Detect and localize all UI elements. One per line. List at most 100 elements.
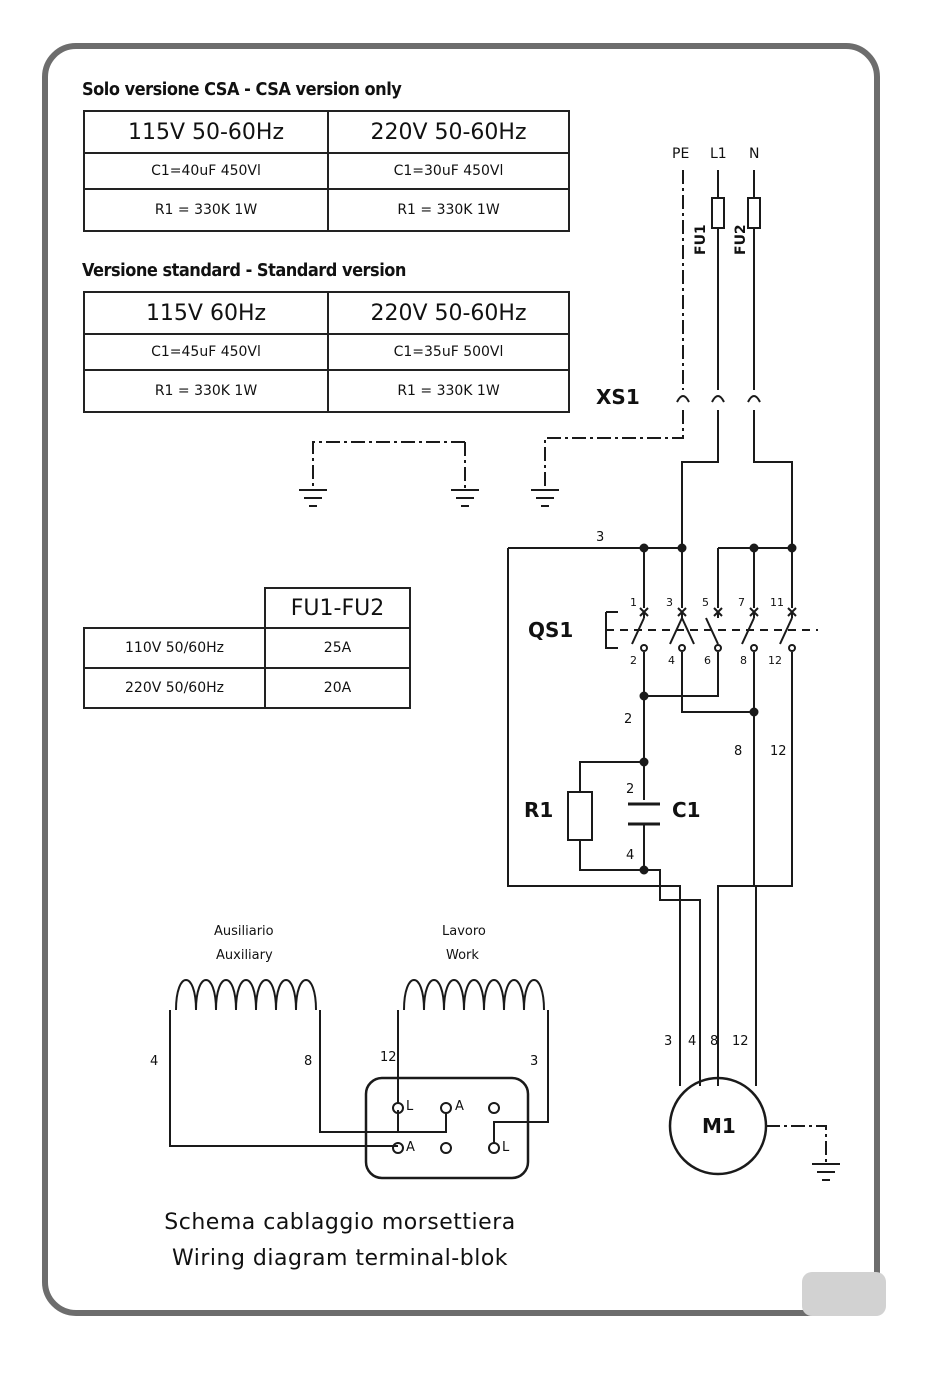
- standard-cell-c1-115: C1=45uF 450Vl: [83, 333, 329, 371]
- caption-it: Schema cablaggio morsettiera: [164, 1210, 516, 1235]
- aux-winding: [169, 979, 399, 1147]
- page-frame: [42, 43, 880, 1316]
- contact-12: 12: [768, 654, 782, 667]
- r1-bottom-lead: [579, 840, 644, 871]
- fuse-row-110v-value: 25A: [264, 627, 411, 669]
- motor-wire-4-label: 4: [688, 1034, 697, 1049]
- l1-label: L1: [710, 146, 727, 162]
- contact-8: 8: [740, 654, 747, 667]
- wire-8-label: 8: [734, 744, 743, 759]
- r1-resistor: [567, 791, 593, 841]
- earth-symbol-3: [531, 489, 559, 507]
- wire-12: [755, 652, 793, 1086]
- fuse-row-220v-value: 20A: [264, 667, 411, 709]
- wire-4-bridge: [681, 652, 754, 713]
- xs1-label: XS1: [596, 385, 640, 409]
- csa-cell-c1-220: C1=30uF 450Vl: [327, 152, 570, 190]
- fu2-label: FU2: [733, 224, 749, 255]
- contact-4: 4: [668, 654, 675, 667]
- r1-label: R1: [524, 798, 554, 822]
- contact-3: 3: [666, 596, 673, 609]
- motor-wire-12-label: 12: [732, 1034, 749, 1049]
- wire-8: [717, 652, 755, 1086]
- aux-label-en: Auxiliary: [216, 948, 273, 963]
- term-l-top-label: L: [406, 1099, 414, 1114]
- fuse-row-110v-label: 110V 50/60Hz: [83, 627, 266, 669]
- motor-wire-8-label: 8: [710, 1034, 719, 1049]
- m1-label: M1: [702, 1114, 736, 1138]
- contact-2: 2: [630, 654, 637, 667]
- standard-cell-c1-220: C1=35uF 500Vl: [327, 333, 570, 371]
- contact-5: 5: [702, 596, 709, 609]
- fuse-row-220v-label: 220V 50/60Hz: [83, 667, 266, 709]
- wire-4-label-cap: 4: [626, 848, 635, 863]
- standard-cell-r1-115: R1 = 330K 1W: [83, 369, 329, 413]
- qs1-label: QS1: [528, 618, 574, 642]
- earth-symbol-motor: [812, 1163, 840, 1181]
- pe-conductor: [312, 170, 684, 488]
- csa-header-115v: 115V 50-60Hz: [83, 110, 329, 154]
- standard-table: 115V 60Hz 220V 50-60Hz C1=45uF 450Vl C1=…: [83, 291, 570, 413]
- xs1-pe-pin: [676, 395, 690, 403]
- r1-top-lead: [579, 761, 644, 792]
- tb-wire-3-label: 3: [530, 1054, 539, 1069]
- tb-wire-12-label: 12: [380, 1050, 397, 1065]
- wire-3-loop: [507, 548, 681, 1086]
- work-label-it: Lavoro: [442, 924, 486, 939]
- m1-earth-lead: [766, 1125, 827, 1162]
- standard-header-220v: 220V 50-60Hz: [327, 291, 570, 335]
- xs1-l1-pin: [711, 395, 725, 403]
- work-label-en: Work: [446, 948, 479, 963]
- csa-cell-r1-220: R1 = 330K 1W: [327, 188, 570, 232]
- qs1-switch: [605, 607, 818, 652]
- wire-3-label-top: 3: [596, 530, 605, 545]
- c1-capacitor: [628, 802, 660, 826]
- contact-11: 11: [770, 596, 784, 609]
- terminal-a-bottom: [392, 1142, 404, 1154]
- wire-12-label: 12: [770, 744, 787, 759]
- wire-2-label-cap: 2: [626, 782, 635, 797]
- contact-7: 7: [738, 596, 745, 609]
- contact-1: 1: [630, 596, 637, 609]
- fuse-header: FU1-FU2: [264, 587, 411, 629]
- terminal-6: [440, 1142, 452, 1154]
- csa-cell-r1-115: R1 = 330K 1W: [83, 188, 329, 232]
- standard-header-115v: 115V 60Hz: [83, 291, 329, 335]
- fu1-label: FU1: [693, 224, 709, 255]
- motor-wire-3-label: 3: [664, 1034, 673, 1049]
- terminal-l-bottom: [488, 1142, 500, 1154]
- standard-cell-r1-220: R1 = 330K 1W: [327, 369, 570, 413]
- term-a-top-label: A: [455, 1099, 464, 1114]
- fuse-table: FU1-FU2 110V 50/60Hz 25A 220V 50/60Hz 20…: [83, 587, 411, 709]
- terminal-3: [488, 1102, 500, 1114]
- c1-label: C1: [672, 798, 701, 822]
- l1-feed: [681, 410, 719, 548]
- terminal-a-top: [440, 1102, 452, 1114]
- aux-label-it: Ausiliario: [214, 924, 274, 939]
- fu2-fuse: [747, 197, 761, 229]
- standard-heading: Versione standard - Standard version: [82, 260, 406, 281]
- terminal-l-top: [392, 1102, 404, 1114]
- wire-4-motor: [644, 869, 701, 1086]
- csa-table: 115V 50-60Hz 220V 50-60Hz C1=40uF 450Vl …: [83, 110, 570, 232]
- n-feed: [753, 410, 793, 548]
- fu1-fuse: [711, 197, 725, 229]
- term-l-bottom-label: L: [502, 1140, 510, 1155]
- fuse-table-corner: [84, 588, 266, 629]
- caption-en: Wiring diagram terminal-blok: [171, 1246, 509, 1271]
- xs1-n-pin: [747, 395, 761, 403]
- csa-heading: Solo versione CSA - CSA version only: [82, 79, 402, 100]
- pe-label: PE: [672, 146, 690, 162]
- work-winding: [397, 979, 549, 1144]
- term-a-bottom-label: A: [406, 1140, 415, 1155]
- page-number-tab: [802, 1272, 886, 1316]
- tb-wire-8-label: 8: [304, 1054, 313, 1069]
- n-label: N: [749, 146, 760, 162]
- earth-symbol-1: [299, 489, 327, 507]
- contact-6: 6: [704, 654, 711, 667]
- earth-symbol-2: [451, 489, 479, 507]
- csa-header-220v: 220V 50-60Hz: [327, 110, 570, 154]
- tb-wire-4-label: 4: [150, 1054, 159, 1069]
- csa-cell-c1-115: C1=40uF 450Vl: [83, 152, 329, 190]
